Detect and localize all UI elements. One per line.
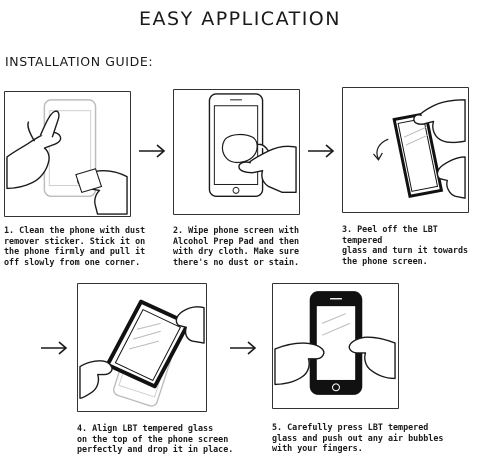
right-arrow-icon xyxy=(229,340,257,354)
rotate-arrow-icon xyxy=(374,139,389,160)
step-4-drawing xyxy=(78,284,206,411)
step-1-drawing xyxy=(5,92,130,216)
step-4-illustration xyxy=(77,283,207,412)
hand-icon xyxy=(437,157,465,198)
installation-guide-heading: INSTALLATION GUIDE: xyxy=(5,54,153,69)
step-1-illustration xyxy=(4,91,131,217)
right-arrow-icon xyxy=(307,143,335,157)
hand-icon xyxy=(80,361,112,398)
step-3-drawing xyxy=(343,88,468,212)
cloth-icon xyxy=(222,134,257,162)
step-2-illustration xyxy=(173,89,300,215)
step-2-caption: 2. Wipe phone screen with Alcohol Prep P… xyxy=(173,225,299,267)
right-arrow-icon xyxy=(138,143,166,157)
step-4-caption: 4. Align LBT tempered glass on the top o… xyxy=(77,423,233,455)
step-3-illustration xyxy=(342,87,469,213)
right-arrow-icon xyxy=(40,340,68,354)
hand-icon xyxy=(7,111,61,188)
step-2-drawing xyxy=(174,90,299,214)
step-5-caption: 5. Carefully press LBT tempered glass an… xyxy=(272,422,443,454)
step-5-illustration xyxy=(272,283,399,409)
step-3-caption: 3. Peel off the LBT tempered glass and t… xyxy=(342,224,480,266)
page-title: EASY APPLICATION xyxy=(0,8,480,30)
step-5-drawing xyxy=(273,284,398,408)
step-1-caption: 1. Clean the phone with dust remover sti… xyxy=(4,225,145,267)
